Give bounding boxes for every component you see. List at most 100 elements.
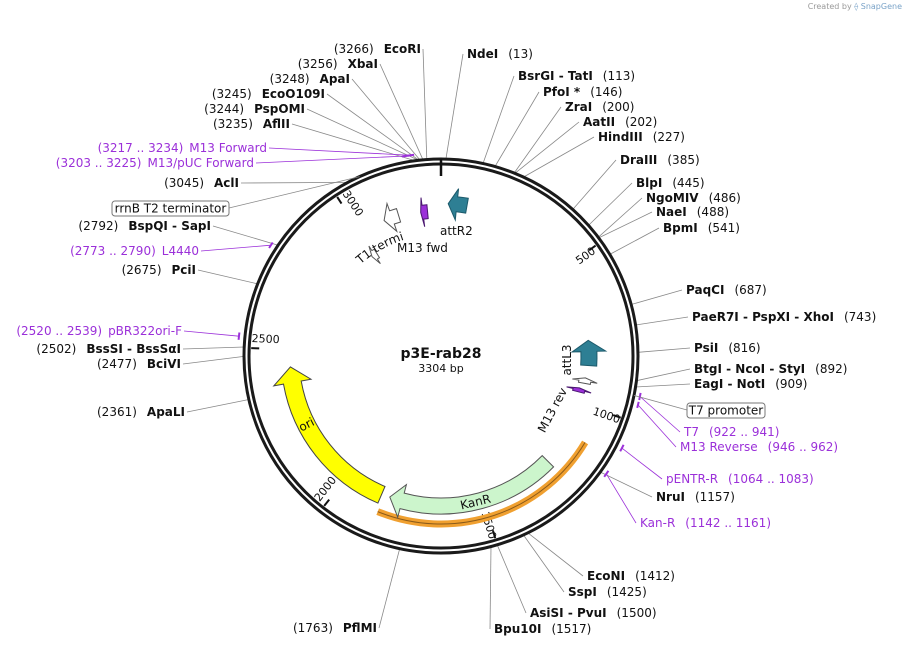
restriction-site-label[interactable]: BsrGI - TatI(113) (518, 69, 635, 83)
restriction-site-label[interactable]: AsiSI - PvuI(1500) (530, 606, 657, 620)
primer-name: M13 Forward (189, 141, 267, 155)
site-name: HindIII (598, 130, 643, 144)
restriction-site-label[interactable]: (3244)PspOMI (204, 102, 305, 116)
primer-label[interactable]: Kan-R(1142 .. 1161) (640, 516, 771, 530)
restriction-site-label[interactable]: NdeI(13) (467, 47, 533, 61)
restriction-site-label[interactable]: ZraI(200) (565, 100, 634, 114)
site-coord: (146) (590, 85, 622, 99)
restriction-site-label[interactable]: PaeR7I - PspXI - XhoI(743) (692, 310, 876, 324)
restriction-site-label[interactable]: (2361)ApaLI (97, 405, 185, 419)
restriction-site-label[interactable]: (3256)XbaI (298, 57, 378, 71)
site-leader (523, 534, 565, 593)
restriction-site-label[interactable]: NruI(1157) (656, 490, 735, 504)
primer-label[interactable]: (3217 .. 3234) M13 Forward (98, 141, 267, 155)
snapgene-credit: Created by ⟠ SnapGene (808, 2, 902, 11)
restriction-site-label[interactable]: (3245)EcoO109I (212, 87, 325, 101)
ori-feature-arrow[interactable] (272, 366, 386, 504)
site-leader (445, 53, 464, 160)
primer-ring-marks (237, 153, 642, 478)
site-name: PaqCI (686, 283, 724, 297)
m13-fwd-feature-label: M13 fwd (397, 241, 448, 255)
rrnb-t1-terminator-arrow[interactable] (383, 201, 402, 233)
attl3-feature-arrow[interactable] (570, 339, 608, 367)
feature-box (686, 402, 766, 419)
site-leader (240, 182, 348, 184)
restriction-site-label[interactable]: HindIII(227) (598, 130, 685, 144)
restriction-site-label[interactable]: BpmI(541) (663, 221, 740, 235)
site-leader (291, 123, 416, 162)
kanr-feature-arrow[interactable] (389, 454, 555, 519)
restriction-site-label[interactable]: AatII(202) (583, 115, 657, 129)
primer-label[interactable]: (2773 .. 2790)L4440 (70, 244, 199, 258)
site-name: DraIII (620, 153, 657, 167)
restriction-site-label[interactable]: BtgI - NcoI - StyI(892) (694, 362, 847, 376)
boxed-feature-label[interactable]: T7 promoter (688, 404, 764, 418)
primer-leader (200, 244, 271, 252)
restriction-site-label[interactable]: Bpu10I(1517) (494, 622, 591, 636)
boxed-feature-label[interactable]: rrnB T2 terminator (115, 202, 227, 216)
restriction-site-label[interactable]: (3266)EcoRI (334, 42, 421, 56)
restriction-site-label[interactable]: (2675)PciI (122, 263, 196, 277)
restriction-site-label[interactable]: NaeI(488) (656, 205, 729, 219)
site-coord: (3235) (213, 117, 253, 131)
restriction-site-label[interactable]: BlpI(445) (636, 176, 705, 190)
site-name: XbaI (348, 57, 378, 71)
restriction-site-label[interactable]: (3235)AflII (213, 117, 290, 131)
restriction-site-label[interactable]: (2502)BssSI - BssSαI (36, 342, 181, 356)
primer-coord: (1142 .. 1161) (685, 516, 771, 530)
restriction-site-label[interactable]: (2792)BspQI - SapI (78, 219, 211, 233)
primer-label[interactable]: (2520 .. 2539)pBR322ori-F (16, 324, 182, 338)
site-leader (379, 63, 424, 160)
primer-labels: (3217 .. 3234) M13 Forward(3203 .. 3225)M… (16, 141, 838, 530)
restriction-site-label[interactable]: EcoNI(1412) (587, 569, 675, 583)
feature-box (111, 200, 230, 217)
site-leader (598, 211, 653, 239)
primer-label[interactable]: T7(922 .. 941) (683, 425, 779, 439)
restriction-site-label[interactable]: PfoI * (146) (543, 85, 622, 99)
plasmid-name: p3E-rab28 (401, 346, 482, 362)
tick-label: 2000 (312, 474, 339, 504)
primer-label[interactable]: M13 Reverse(946 .. 962) (680, 440, 838, 454)
primer-coord: (3217 .. 3234) (98, 141, 184, 155)
primer-label[interactable]: (3203 .. 3225)M13/pUC Forward (56, 156, 254, 170)
site-leader (182, 346, 245, 350)
site-coord: (2502) (36, 342, 76, 356)
site-leader (326, 93, 420, 161)
m13-rev-primer-mark[interactable] (566, 386, 592, 394)
t7-promoter-small-arrow (572, 377, 598, 385)
restriction-site-label[interactable]: SspI(1425) (568, 585, 647, 599)
site-coord: (113) (603, 69, 635, 83)
primer-coord: (922 .. 941) (709, 425, 779, 439)
site-coord: (202) (625, 115, 657, 129)
restriction-site-label[interactable]: NgoMIV(486) (646, 191, 741, 205)
restriction-site-label[interactable]: (2477)BciVI (97, 357, 181, 371)
credit-brand: SnapGene (860, 2, 902, 11)
tick-label: 1000 (591, 405, 622, 426)
site-name: PspOMI (254, 102, 305, 116)
primer-label[interactable]: pENTR-R(1064 .. 1083) (666, 472, 814, 486)
site-name: ApaLI (147, 405, 185, 419)
attr2-feature-arrow[interactable] (447, 188, 469, 222)
site-name: BtgI - NcoI - StyI (694, 362, 805, 376)
restriction-site-label[interactable]: (1763)PflMI (293, 621, 377, 635)
restriction-site-label[interactable]: (3248)ApaI (270, 72, 350, 86)
restriction-site-label[interactable]: (3045)AclI (164, 176, 239, 190)
tick-mark (588, 244, 597, 252)
site-coord: (1425) (607, 585, 647, 599)
site-name: Bpu10I (494, 622, 541, 636)
box-leader (228, 176, 360, 209)
m13-rev-feature-label: M13 rev (535, 385, 570, 434)
restriction-site-label[interactable]: EagI - NotI(909) (694, 377, 807, 391)
restriction-site-label[interactable]: DraIII(385) (620, 153, 700, 167)
kanr-feature-label: KanR (459, 492, 492, 513)
restriction-site-label[interactable]: PsiI(816) (694, 341, 761, 355)
site-name: BlpI (636, 176, 662, 190)
site-leader (422, 48, 428, 160)
site-name: PfoI * (543, 85, 581, 99)
restriction-site-label[interactable]: PaqCI(687) (686, 283, 767, 297)
site-name: EcoNI (587, 569, 625, 583)
site-leader (635, 316, 689, 326)
primer-leader (255, 155, 407, 164)
m13-fwd-primer-mark[interactable] (420, 197, 429, 227)
